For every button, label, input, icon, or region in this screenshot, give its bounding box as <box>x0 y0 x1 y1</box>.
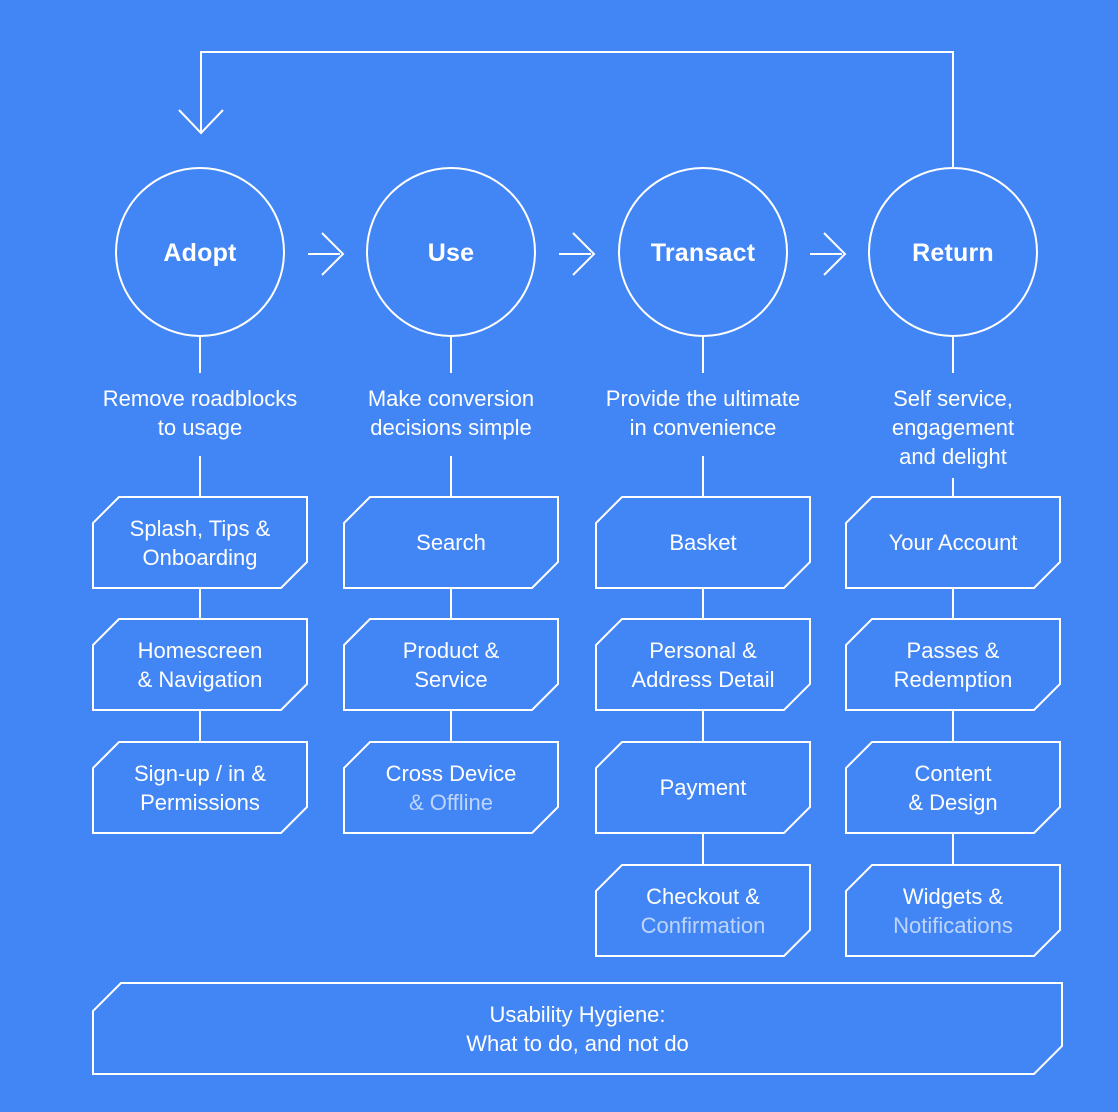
stage-label-adopt: Adopt <box>163 239 237 267</box>
box-outline-personal-address-detail <box>595 618 811 711</box>
stage-label-use: Use <box>427 239 475 267</box>
box-splash-tips-onboarding: Splash, Tips & Onboarding <box>93 497 307 588</box>
box-outline-usability-hygiene <box>92 982 1063 1075</box>
box-line: Product & <box>402 637 500 663</box>
box-line: & Navigation <box>137 666 263 692</box>
stage-description-adopt: Remove roadblocks to usage <box>80 384 320 442</box>
box-outline-payment <box>595 741 811 834</box>
stage-description-return: Self service, engagement and delight <box>833 384 1073 471</box>
box-line: Homescreen <box>137 637 263 663</box>
box-outline-checkout-confirmation <box>595 864 811 957</box>
box-line: Onboarding <box>142 544 258 570</box>
arrow-down-icon <box>178 109 224 135</box>
box-payment: Payment <box>596 742 810 833</box>
stage-label-return: Return <box>912 239 994 267</box>
box-line: Personal & <box>649 637 757 663</box>
box-line: Your Account <box>888 530 1018 555</box>
box-outline-splash-tips-onboarding <box>92 496 308 589</box>
stage-label-transact: Transact <box>650 239 756 267</box>
arrow-right-icon <box>572 232 596 276</box>
box-line: Payment <box>659 775 747 800</box>
box-line: Cross Device <box>385 760 517 786</box>
description-line: Remove roadblocks <box>102 386 298 411</box>
description-line: engagement <box>891 415 1015 440</box>
box-your-account: Your Account <box>846 497 1060 588</box>
stage-description-transact: Provide the ultimate in convenience <box>583 384 823 442</box>
box-line-faded: Confirmation <box>640 912 766 938</box>
description-line: Make conversion <box>367 386 535 411</box>
box-line: Checkout & <box>646 883 760 909</box>
box-line: Basket <box>669 530 737 555</box>
box-outline-product-service <box>343 618 559 711</box>
box-checkout-confirmation: Checkout & Confirmation <box>596 865 810 956</box>
box-passes-redemption: Passes & Redemption <box>846 619 1060 710</box>
box-line: Search <box>416 530 486 555</box>
box-outline-homescreen-navigation <box>92 618 308 711</box>
box-widgets-notifications: Widgets & Notifications <box>846 865 1060 956</box>
feedback-loop-line <box>200 51 954 168</box>
usability-hygiene-banner: Usability Hygiene: What to do, and not d… <box>93 983 1062 1074</box>
box-outline-widgets-notifications <box>845 864 1061 957</box>
arrow-right-icon <box>321 232 345 276</box>
box-line: Service <box>414 666 488 692</box>
box-search: Search <box>344 497 558 588</box>
arrow-right-icon <box>823 232 847 276</box>
box-line-faded: Notifications <box>893 912 1013 938</box>
flow-arrow-use-to-transact <box>559 232 596 276</box>
box-outline-search <box>343 496 559 589</box>
box-personal-address-detail: Personal & Address Detail <box>596 619 810 710</box>
box-line: Widgets & <box>902 883 1004 909</box>
box-outline-passes-redemption <box>845 618 1061 711</box>
box-basket: Basket <box>596 497 810 588</box>
box-line: Permissions <box>140 789 260 815</box>
box-outline-basket <box>595 496 811 589</box>
box-signup-permissions: Sign-up / in & Permissions <box>93 742 307 833</box>
box-line: Address Detail <box>631 666 775 692</box>
box-homescreen-navigation: Homescreen & Navigation <box>93 619 307 710</box>
box-line: & Design <box>908 789 998 815</box>
box-line: Content <box>914 760 992 786</box>
flow-arrow-adopt-to-use <box>308 232 345 276</box>
box-outline-content-design <box>845 741 1061 834</box>
box-content-design: Content & Design <box>846 742 1060 833</box>
description-line: Provide the ultimate <box>605 386 801 411</box>
box-outline-signup-permissions <box>92 741 308 834</box>
description-line: and delight <box>899 444 1007 469</box>
box-cross-device-offline: Cross Device & Offline <box>344 742 558 833</box>
box-line: Redemption <box>893 666 1013 692</box>
box-product-service: Product & Service <box>344 619 558 710</box>
footer-line: Usability Hygiene: <box>489 1001 666 1027</box>
box-outline-cross-device-offline <box>343 741 559 834</box>
box-line: Splash, Tips & <box>129 515 271 541</box>
feedback-loop-arrow <box>178 51 954 168</box>
footer-line: What to do, and not do <box>466 1030 689 1056</box>
flow-arrow-transact-to-return <box>810 232 847 276</box>
description-line: decisions simple <box>370 415 532 440</box>
box-line: Passes & <box>906 637 1000 663</box>
description-line: Self service, <box>893 386 1013 411</box>
stage-description-use: Make conversion decisions simple <box>331 384 571 442</box>
description-line: to usage <box>157 415 243 440</box>
description-line: in convenience <box>629 415 777 440</box>
box-outline-your-account <box>845 496 1061 589</box>
box-line: Sign-up / in & <box>133 760 267 786</box>
box-line-faded: & Offline <box>409 789 493 815</box>
